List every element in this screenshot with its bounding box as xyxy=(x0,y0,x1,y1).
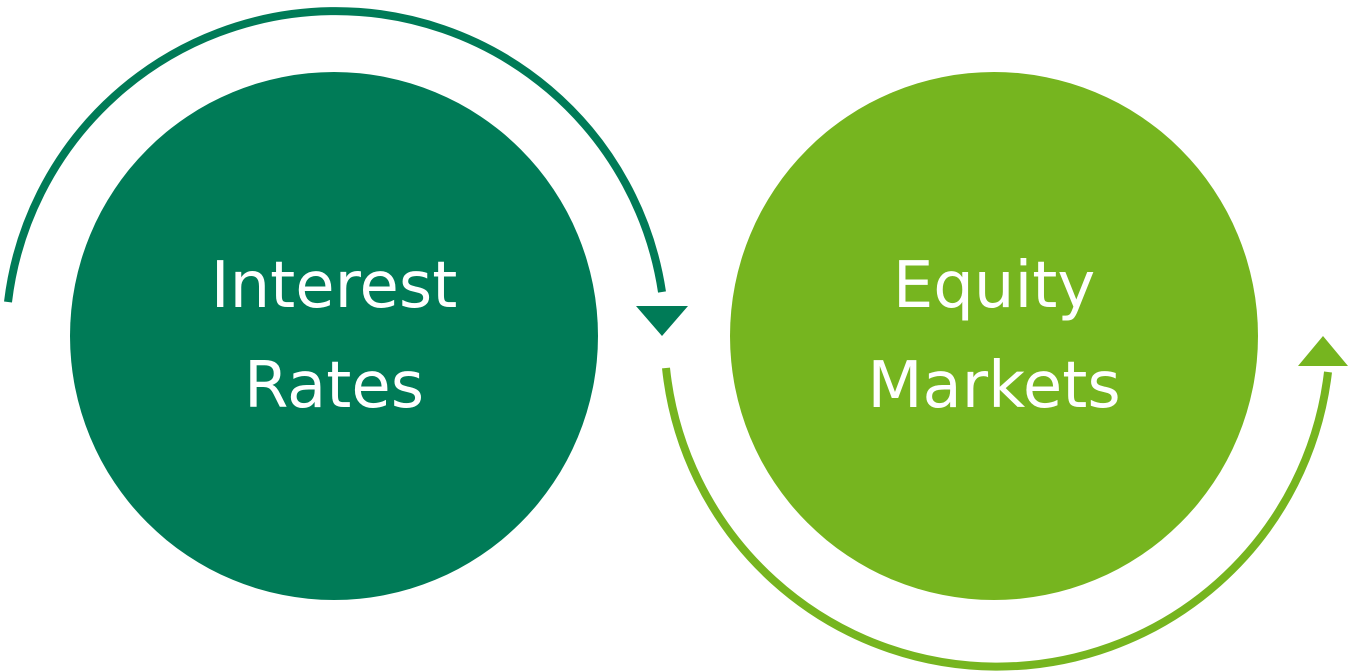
bottom-cycle-arrow-arc xyxy=(662,367,1332,671)
top-cycle-arrow-arc xyxy=(4,7,666,303)
interest-rates-circle xyxy=(70,72,598,600)
equity-markets-circle xyxy=(730,72,1258,600)
top-cycle-arrowhead xyxy=(636,306,688,336)
bottom-cycle-arrowhead xyxy=(1298,336,1348,366)
